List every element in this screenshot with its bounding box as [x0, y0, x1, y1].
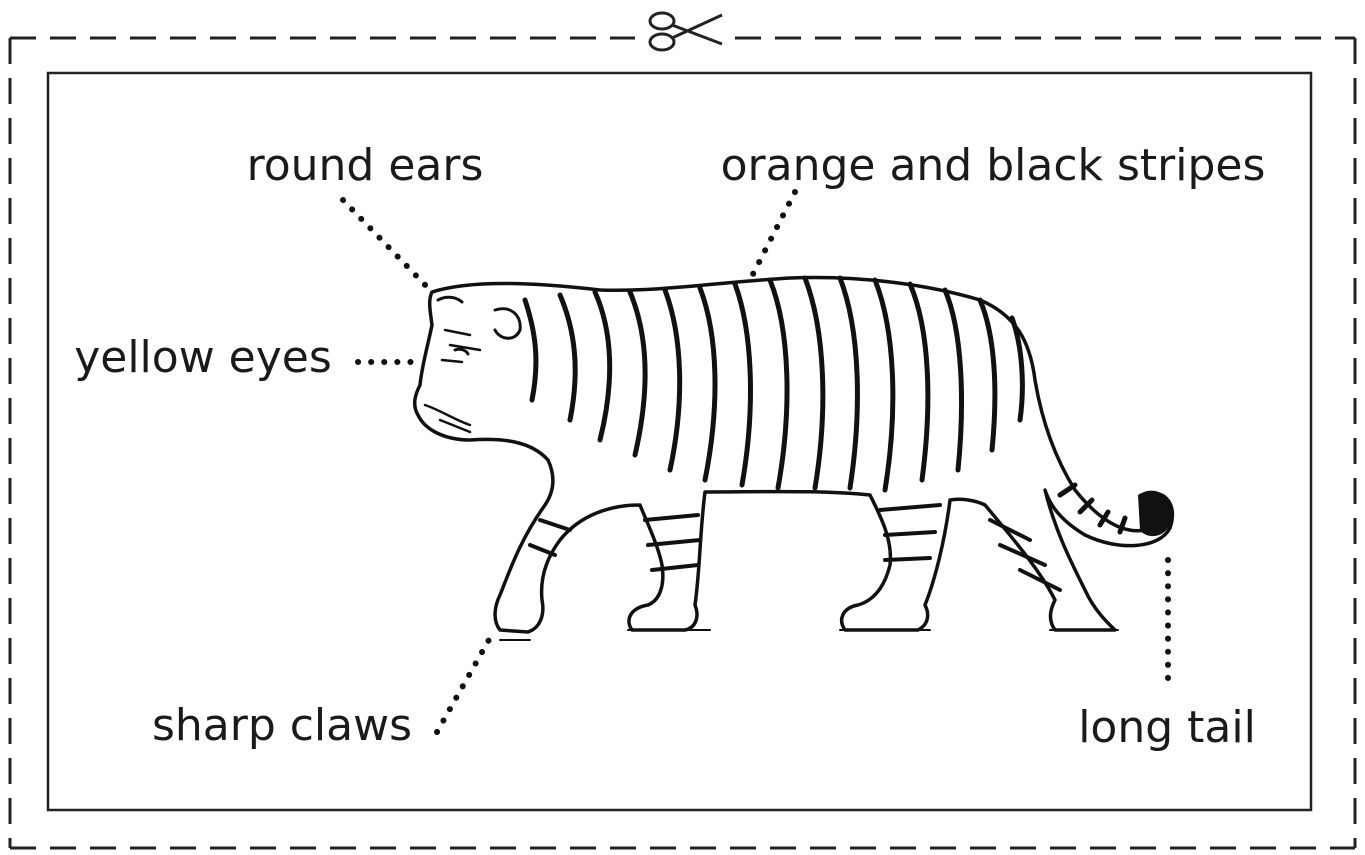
label-yellow-eyes: yellow eyes [74, 332, 332, 383]
tiger-illustration [415, 277, 1173, 640]
label-sharp-claws: sharp claws [152, 700, 412, 751]
label-round-ears: round ears [247, 140, 484, 191]
label-long-tail: long tail [1078, 702, 1256, 753]
leader-claws [437, 638, 490, 732]
label-stripes: orange and black stripes [721, 140, 1266, 191]
leader-round-ears [343, 200, 430, 290]
scissors-icon [650, 13, 722, 50]
leader-stripes [752, 192, 795, 276]
